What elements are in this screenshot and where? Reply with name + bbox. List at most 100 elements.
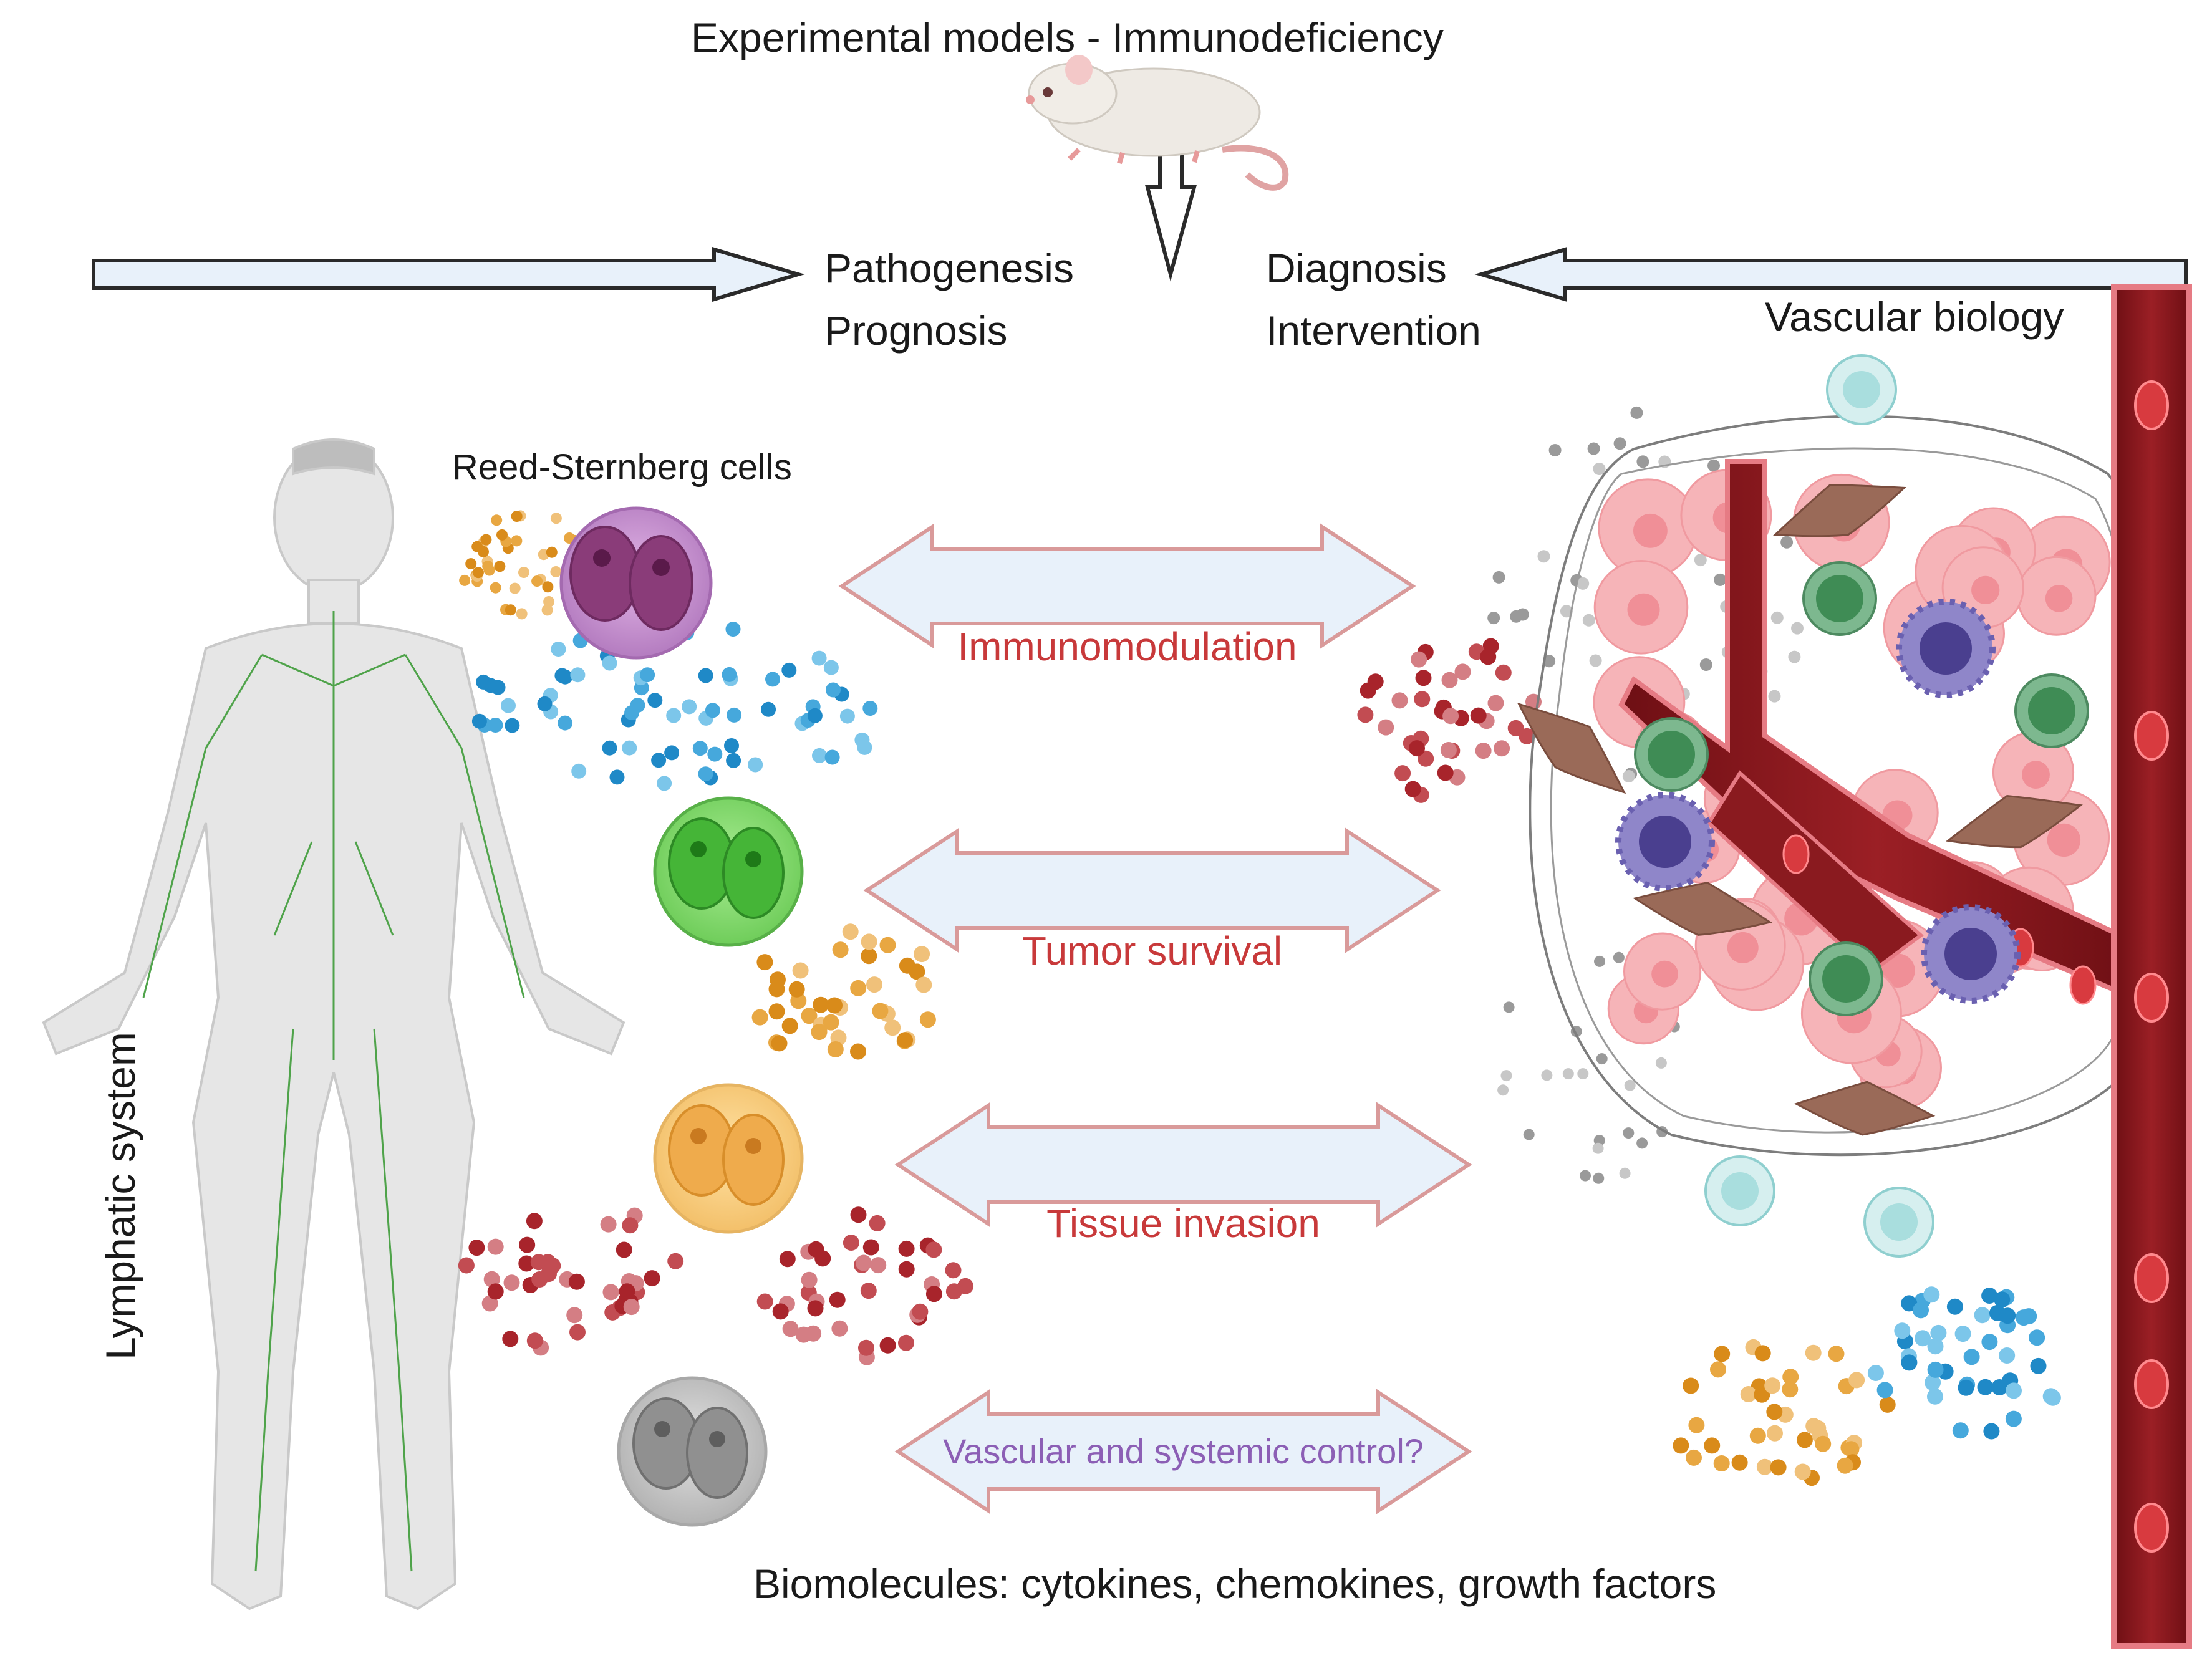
cytokine-dot — [1714, 1346, 1731, 1362]
tumor-cell-nucleus — [1727, 932, 1759, 963]
cytokine-dot — [832, 941, 849, 958]
cytokine-dot — [558, 715, 573, 731]
cytokine-dot — [1454, 663, 1471, 680]
cytokine-dot — [566, 1307, 583, 1324]
cytokine-dot — [571, 763, 587, 779]
cytokine-dot — [1915, 1330, 1931, 1347]
cytokine-dot — [1537, 550, 1550, 563]
cytokine-dot — [1867, 1365, 1884, 1381]
cytokine-dot — [1623, 1127, 1635, 1139]
cytokine-dot — [748, 757, 763, 773]
cytokine-dot — [622, 1217, 639, 1234]
cytokine-dot — [756, 954, 773, 971]
cytokine-dot — [698, 668, 713, 683]
cytokine-dot — [1414, 691, 1431, 708]
cytokine-dot — [722, 667, 737, 682]
cytokine-dot — [1596, 1053, 1608, 1065]
cytokine-dot — [705, 703, 720, 718]
cytokine-dot — [884, 1019, 901, 1036]
cytokine-dot — [1764, 1377, 1781, 1394]
cytokine-dot — [768, 1003, 785, 1020]
cytokine-dot — [1494, 740, 1510, 757]
cytokine-dot — [781, 1018, 798, 1034]
cytokine-dot — [801, 1008, 818, 1024]
label-pathogenesis: Pathogenesis — [824, 245, 1074, 291]
mouse-icon — [1026, 55, 1289, 191]
cytokine-dot — [1487, 695, 1504, 711]
left-top-arrow — [92, 246, 805, 302]
cytokine-dot — [726, 753, 741, 768]
t-cell-nucleus — [1880, 1203, 1918, 1241]
label-lymphatic-system: Lymphatic system — [97, 1032, 143, 1360]
cytokine-dot — [1974, 1307, 1991, 1324]
cytokine-dot — [478, 546, 489, 557]
cytokine-dot — [812, 748, 827, 763]
cytokine-dot — [544, 1258, 561, 1274]
cytokine-dot — [664, 745, 680, 761]
cytokine-dot — [1480, 648, 1497, 665]
cytokine-dot — [870, 1257, 887, 1274]
cytokine-dot — [1848, 1372, 1865, 1389]
cytokine-dot — [1927, 1338, 1944, 1355]
cytokine-dot — [476, 674, 491, 690]
cytokine-dot — [570, 667, 586, 683]
cytokine-dot — [2030, 1357, 2047, 1374]
cytokine-dot — [850, 980, 867, 996]
cytokine-dot — [480, 534, 492, 546]
cytokine-dot — [915, 976, 932, 993]
cytokine-dot — [912, 1303, 929, 1320]
cytokine-dot — [1686, 1449, 1702, 1466]
cytokine-dot — [1843, 1441, 1860, 1458]
cytokine-dot — [1541, 1069, 1553, 1081]
cytokine-dot — [623, 1299, 640, 1316]
cytokine-dot — [1411, 651, 1427, 668]
cytokine-dot — [666, 708, 682, 723]
cytokine-dot — [1409, 740, 1425, 757]
lymphocyte-nucleus — [1822, 955, 1870, 1003]
cytokine-dot — [945, 1262, 962, 1279]
cytokine-dot — [707, 746, 723, 762]
cytokine-dot — [1713, 1455, 1730, 1471]
cytokine-dot — [1770, 1459, 1787, 1476]
cytokine-dot — [1587, 442, 1600, 455]
dendritic-cell-nucleus — [1944, 928, 1997, 980]
cytokine-dot — [1699, 658, 1712, 671]
cytokine-dot — [1577, 1068, 1589, 1080]
red-blood-cell — [2134, 711, 2169, 761]
red-blood-cell — [2134, 1253, 2169, 1303]
cytokine-dot — [1630, 406, 1643, 419]
cytokine-dot — [1782, 1369, 1799, 1385]
cytokine-dot — [925, 1241, 942, 1258]
cytokine-dot — [1688, 1417, 1705, 1433]
cytokine-dot — [1740, 1386, 1757, 1402]
blue-dots-bottom — [1867, 1286, 2061, 1440]
tumor-cell-nucleus — [1633, 513, 1668, 548]
lymphocyte-nucleus — [2028, 687, 2075, 734]
cytokine-dot — [640, 667, 655, 683]
cytokine-dot — [1440, 742, 1457, 758]
cytokine-dot — [1593, 1172, 1605, 1184]
cytokine-dot — [914, 946, 930, 963]
label-intervention: Intervention — [1266, 307, 1481, 354]
cytokine-dot — [1391, 692, 1408, 709]
figure-title: Experimental models - Immunodeficiency — [691, 14, 1444, 60]
cytokine-dot — [772, 1303, 789, 1320]
orange-dots-bottom — [1673, 1339, 1896, 1486]
cytokine-dot — [771, 1035, 788, 1052]
cytokine-dot — [472, 567, 484, 579]
cytokine-dot — [1981, 1288, 1998, 1304]
cytokine-dot — [1766, 1404, 1783, 1420]
fibroblast — [1517, 702, 1626, 794]
cytokine-dot — [862, 1239, 879, 1256]
rs-cell-green — [653, 796, 804, 947]
cytokine-dot — [1794, 1463, 1811, 1480]
cytokine-dot — [1592, 1142, 1604, 1154]
cytokine-dot — [622, 740, 637, 756]
cytokine-dot — [1754, 1345, 1771, 1362]
cytokine-dot — [1613, 951, 1625, 963]
cytokine-dot — [823, 660, 839, 675]
cytokine-dot — [854, 732, 870, 748]
arrow-label-tissue-invasion: Tissue invasion — [1046, 1201, 1320, 1246]
cytokine-dot — [531, 1271, 548, 1288]
cytokine-dot — [541, 604, 553, 616]
